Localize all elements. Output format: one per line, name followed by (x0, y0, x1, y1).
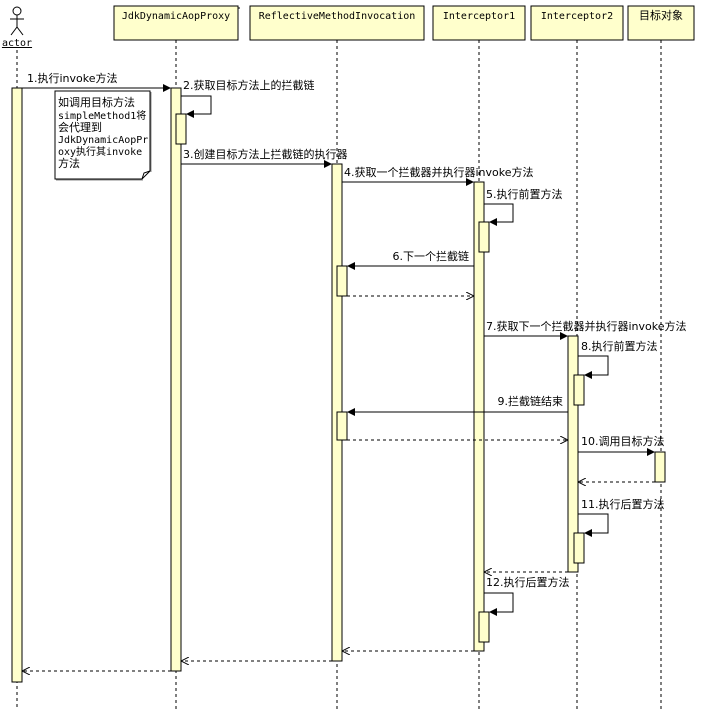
activation-i1 (473, 181, 485, 652)
message-8-arrow (578, 355, 609, 379)
participant-interceptor1-label: Interceptor1 (443, 11, 515, 22)
participant-target: 目标对象 (627, 5, 695, 41)
message-12-arrow (484, 592, 514, 616)
message-9-label: 9.拦截链结束 (498, 394, 564, 408)
participant-interceptor1: Interceptor1 (432, 5, 526, 41)
activation-i1-inner-1 (478, 221, 490, 253)
message-5-arrow (484, 203, 514, 226)
activation-actor (11, 87, 23, 683)
note-line-3: 会代理到 (58, 121, 102, 134)
message-8-label: 8.执行前置方法 (581, 339, 658, 353)
participant-target-label: 目标对象 (639, 8, 683, 22)
message-1-label: 1.执行invoke方法 (27, 71, 118, 85)
note-line-4: JdkDynamicAopPr (58, 135, 148, 146)
note-line-5: oxy执行其invoke (58, 145, 142, 158)
actor: actor (2, 6, 32, 49)
messages (22, 84, 655, 671)
activations (11, 87, 666, 683)
activation-i1-inner-2 (478, 611, 490, 643)
actor-icon (10, 6, 24, 36)
message-4-label: 4.获取一个拦截器并执行器invoke方法 (344, 165, 534, 179)
message-3-label: 3.创建目标方法上拦截链的执行器 (183, 147, 348, 161)
actor-label: actor (2, 38, 32, 49)
participant-jdk-label: JdkDynamicAopProxy (122, 11, 230, 22)
note-line-2: simpleMethod1将 (58, 110, 146, 122)
note-box (54, 90, 151, 180)
message-2-label: 2.获取目标方法上的拦截链 (183, 78, 315, 92)
note: 如调用目标方法 simpleMethod1将 会代理到 JdkDynamicAo… (54, 90, 152, 181)
activation-rmi-inner-2 (336, 411, 348, 441)
activation-i2 (567, 335, 579, 573)
message-12-label: 12.执行后置方法 (486, 575, 570, 589)
activation-jdk (170, 87, 182, 672)
participant-rmi: ReflectiveMethodInvocation (249, 5, 425, 41)
participant-jdk: JdkDynamicAopProxy (113, 5, 240, 41)
note-line-1: 如调用目标方法 (58, 95, 135, 109)
message-11-label: 11.执行后置方法 (581, 497, 665, 511)
message-7-label: 7.获取下一个拦截器并执行器invoke方法 (486, 319, 687, 333)
activation-i2-inner-1 (573, 374, 585, 406)
participant-interceptor2: Interceptor2 (530, 5, 624, 41)
activation-jdk-inner (175, 113, 187, 145)
message-10-label: 10.调用目标方法 (581, 434, 665, 448)
message-2-arrow (181, 95, 212, 118)
participant-interceptor2-label: Interceptor2 (541, 11, 613, 22)
participant-rmi-label: ReflectiveMethodInvocation (259, 11, 416, 22)
message-5-label: 5.执行前置方法 (486, 187, 563, 201)
activation-i2-inner-2 (573, 532, 585, 564)
message-6-label: 6.下一个拦截链 (393, 249, 470, 263)
message-labels: 1.执行invoke方法 2.获取目标方法上的拦截链 3.创建目标方法上拦截链的… (27, 71, 687, 589)
activation-rmi-inner-1 (336, 265, 348, 297)
message-11-arrow (578, 513, 609, 537)
note-line-6: 方法 (58, 156, 80, 170)
activation-target (654, 451, 666, 483)
